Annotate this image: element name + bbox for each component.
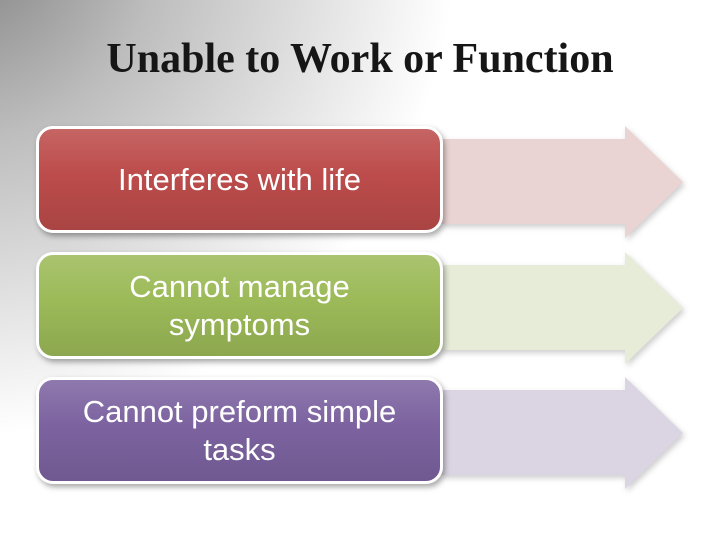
right-arrow-shape (441, 252, 683, 364)
process-box-1-label: Interferes with life (118, 161, 361, 197)
process-row-1: Interferes with life (0, 126, 720, 238)
right-arrow-icon (441, 377, 683, 489)
process-box-3-label: Cannot preform simple tasks (82, 393, 397, 467)
process-row-3: Cannot preform simple tasks (0, 377, 720, 489)
right-arrow-shape (441, 126, 683, 238)
process-box-2: Cannot manage symptoms (36, 252, 443, 359)
slide-title: Unable to Work or Function (106, 36, 614, 82)
right-arrow-shape (441, 377, 683, 489)
process-box-1: Interferes with life (36, 126, 443, 233)
process-box-2-label: Cannot manage symptoms (129, 268, 350, 342)
process-row-2: Cannot manage symptoms (0, 252, 720, 364)
process-box-3: Cannot preform simple tasks (36, 377, 443, 484)
right-arrow-icon (441, 252, 683, 364)
right-arrow-icon (441, 126, 683, 238)
